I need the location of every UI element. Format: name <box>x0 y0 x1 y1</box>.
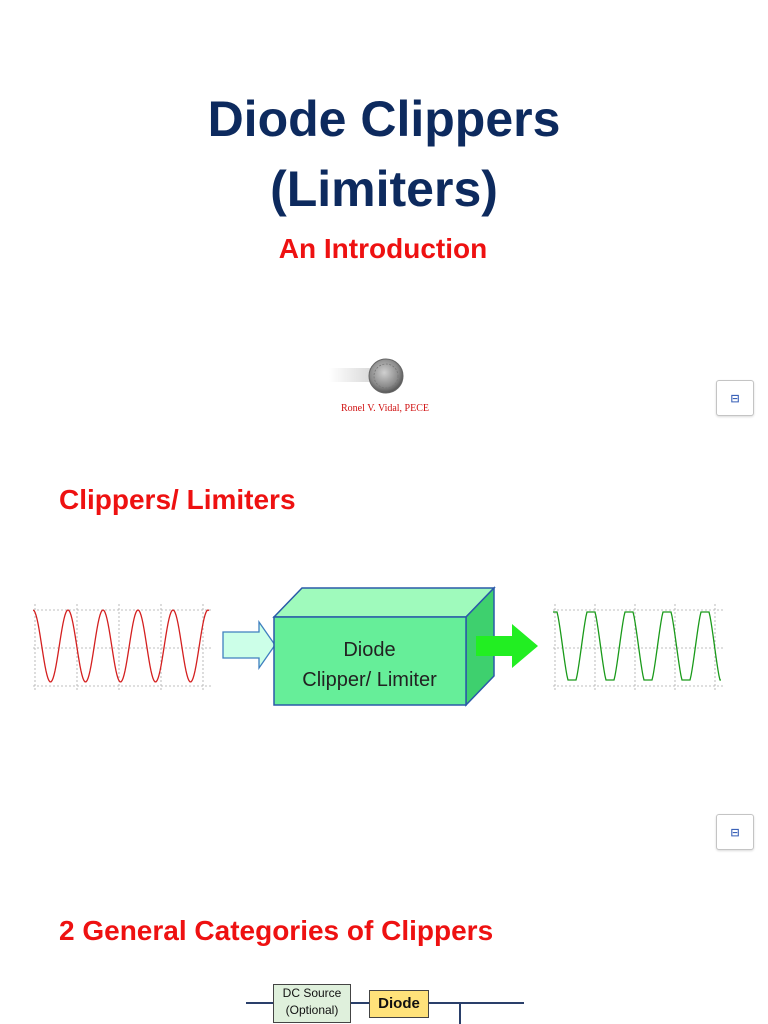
clipper-circuit-diagram <box>246 1002 524 1024</box>
diode-clipper-block <box>272 586 496 707</box>
section-heading-categories: 2 General Categories of Clippers <box>59 915 494 946</box>
dc-source-note: (Optional) <box>285 1003 339 1017</box>
output-clipped-wave <box>553 604 723 690</box>
subtitle: An Introduction <box>278 233 488 264</box>
output-arrow <box>476 624 538 668</box>
input-arrow <box>222 620 276 670</box>
author-photo <box>329 358 404 394</box>
page-button[interactable]: ⊟ <box>716 814 754 850</box>
page-icon: ⊟ <box>730 825 740 839</box>
page-icon: ⊟ <box>730 391 740 405</box>
title-line-1: Diode Clippers <box>207 91 561 147</box>
input-sine-wave <box>33 604 211 690</box>
title-slide-heading: Diode Clippers (Limiters) <box>0 84 768 224</box>
diode-block: Diode <box>369 990 429 1018</box>
block-label-line-1: Diode <box>343 639 396 661</box>
block-label-line-2: Clipper/ Limiter <box>302 669 437 691</box>
title-line-2: (Limiters) <box>270 161 498 217</box>
author-name: Ronel V. Vidal, PECE <box>340 403 430 414</box>
block-label: Diode Clipper/ Limiter <box>274 635 465 695</box>
section-heading-clippers: Clippers/ Limiters <box>59 484 296 515</box>
dc-source-block: DC Source (Optional) <box>273 984 351 1023</box>
dc-source-label: DC Source <box>282 986 342 1000</box>
page-button[interactable]: ⊟ <box>716 380 754 416</box>
